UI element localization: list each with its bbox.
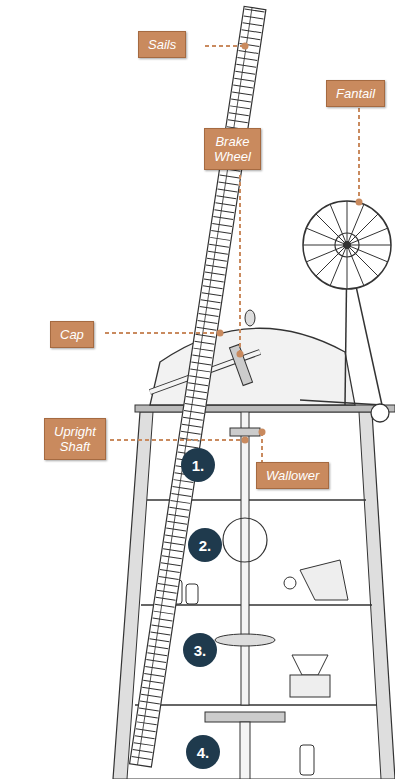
wallower-gear — [230, 428, 260, 436]
brake-wheel — [229, 344, 252, 385]
gearing — [205, 712, 285, 722]
part-label: Sails — [138, 31, 186, 58]
callout-text: 2. — [199, 537, 212, 554]
label-text: Cap — [60, 327, 84, 342]
part-label: Brake Wheel — [204, 128, 261, 170]
chute — [300, 560, 348, 600]
hopper — [292, 655, 328, 675]
fantail-gear — [371, 404, 389, 422]
pulley — [284, 577, 296, 589]
leader-lines — [105, 46, 359, 464]
part-label: Upright Shaft — [44, 418, 106, 460]
label-text: Sails — [148, 37, 176, 52]
part-label: Fantail — [326, 80, 385, 107]
millstone-tun — [290, 675, 330, 697]
hoist-wheel — [223, 518, 267, 562]
shaft-foot — [240, 722, 250, 779]
sack — [186, 584, 198, 604]
gallery — [135, 405, 395, 412]
callout-text: 1. — [192, 457, 205, 474]
label-text: Wallower — [266, 468, 319, 483]
part-label: Wallower — [256, 462, 329, 489]
label-text: Fantail — [336, 86, 375, 101]
callout-text: 4. — [197, 744, 210, 761]
callout-number: 4. — [186, 735, 220, 769]
callout-number: 2. — [188, 528, 222, 562]
callout-text: 3. — [194, 642, 207, 659]
finial — [245, 310, 255, 326]
spur-wheel — [215, 634, 275, 646]
callout-number: 1. — [181, 448, 215, 482]
cap-dome — [150, 328, 355, 405]
sails — [130, 6, 266, 767]
fantail-wheel — [303, 201, 391, 289]
sack — [300, 745, 314, 775]
part-label: Cap — [50, 321, 94, 348]
callout-number: 3. — [183, 633, 217, 667]
label-text: Upright Shaft — [54, 424, 96, 454]
label-text: Brake Wheel — [214, 134, 251, 164]
